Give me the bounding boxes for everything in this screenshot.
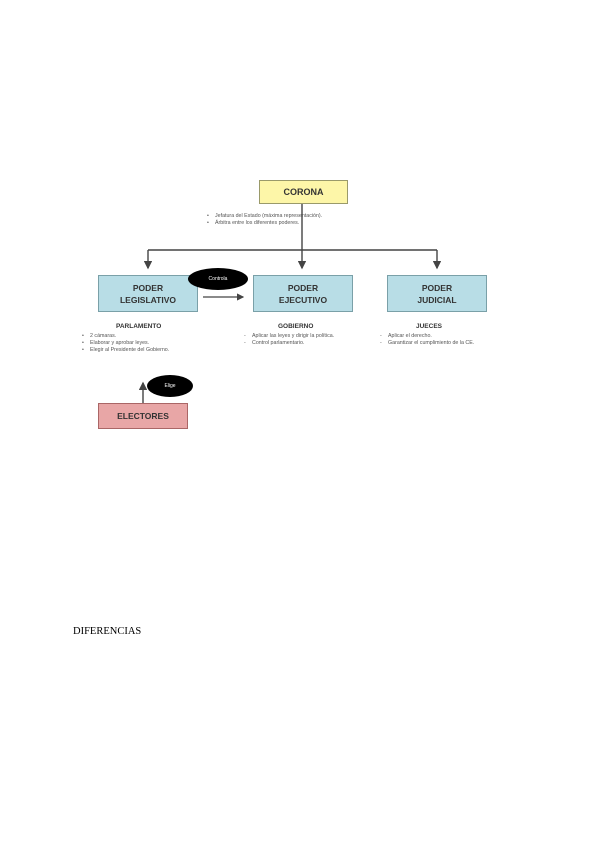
- poder-legislativo-title-line1: PODER: [132, 282, 164, 293]
- corona-title: CORONA: [283, 187, 324, 197]
- corona-bullet-list: Jefatura del Estado (máxima representaci…: [207, 213, 417, 227]
- electores-box: ELECTORES: [98, 403, 188, 429]
- corona-bullet: Jefatura del Estado (máxima representaci…: [207, 213, 417, 220]
- judicial-bullet: Garantizar el cumplimiento de la CE.: [380, 340, 490, 347]
- ejecutivo-bullet: Aplicar las leyes y dirigir la política.: [244, 333, 360, 340]
- legislativo-bullet: Elegir al Presidente del Gobierno.: [82, 347, 202, 354]
- judicial-bullet-list: Aplicar el derecho. Garantizar el cumpli…: [380, 333, 490, 347]
- judicial-bullet: Aplicar el derecho.: [380, 333, 490, 340]
- corona-box: CORONA: [259, 180, 348, 204]
- poder-ejecutivo-title-line2: EJECUTIVO: [278, 294, 328, 305]
- poder-ejecutivo-title-line1: PODER: [287, 282, 319, 293]
- poder-legislativo-title-line2: LEGISLATIVO: [119, 294, 177, 305]
- ejecutivo-subtitle: GOBIERNO: [278, 323, 314, 330]
- legislativo-bullet: 2 cámaras.: [82, 333, 202, 340]
- corona-bullet: Árbitra entre los diferentes poderes.: [207, 220, 417, 227]
- electores-title: ELECTORES: [117, 411, 169, 421]
- ejecutivo-bullet-list: Aplicar las leyes y dirigir la política.…: [244, 333, 360, 347]
- legislativo-bullet-list: 2 cámaras. Elaborar y aprobar leyes. Ele…: [82, 333, 202, 354]
- poder-ejecutivo-box: PODER EJECUTIVO: [253, 275, 353, 312]
- control-edge-label-text: Controla: [208, 276, 228, 282]
- poder-legislativo-box: PODER LEGISLATIVO: [98, 275, 198, 312]
- control-edge-label: Controla: [188, 268, 248, 290]
- poder-judicial-title-line1: PODER: [421, 282, 453, 293]
- elige-edge-label: Elige: [147, 375, 193, 397]
- caption-text: DIFERENCIAS: [73, 626, 142, 637]
- elige-edge-label-text: Elige: [164, 383, 176, 389]
- judicial-subtitle: JUECES: [416, 323, 443, 330]
- poder-judicial-box: PODER JUDICIAL: [387, 275, 487, 312]
- legislativo-bullet: Elaborar y aprobar leyes.: [82, 340, 202, 347]
- ejecutivo-bullet: Control parlamentario.: [244, 340, 360, 347]
- legislativo-subtitle: PARLAMENTO: [116, 323, 162, 330]
- poder-judicial-title-line2: JUDICIAL: [417, 294, 457, 305]
